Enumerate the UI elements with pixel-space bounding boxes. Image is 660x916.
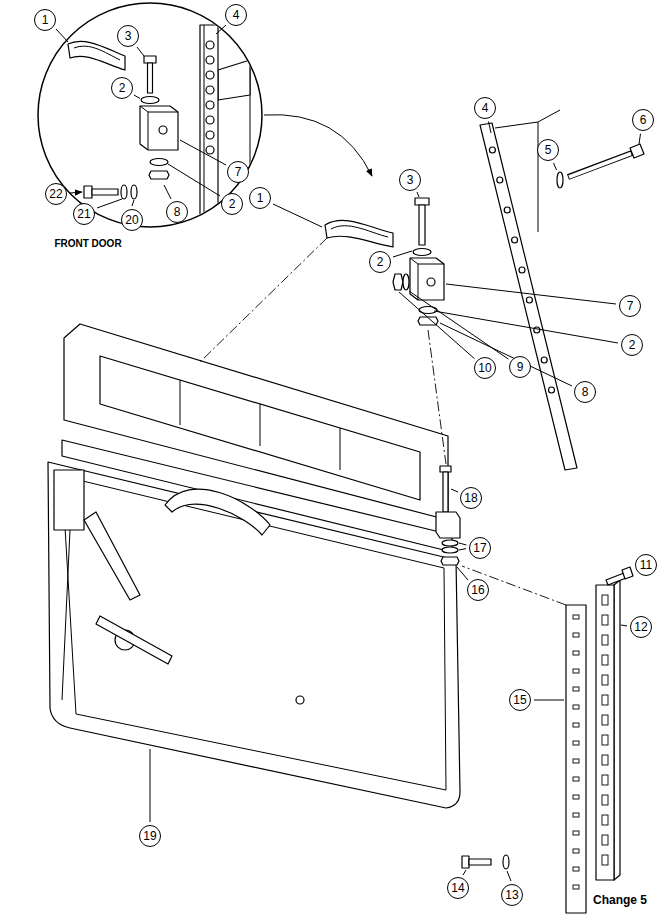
callout-number: 8 — [574, 381, 596, 403]
callout-number: 14 — [447, 877, 469, 899]
callout-number: 15 — [509, 689, 531, 711]
callout-number: 4 — [474, 97, 496, 119]
callout-number: 1 — [249, 187, 271, 209]
callout-number: 2 — [221, 193, 243, 215]
callout-number: 3 — [399, 169, 421, 191]
callout-number: 20 — [121, 209, 143, 231]
callout-number: 11 — [635, 554, 657, 576]
caption-text: FRONT DOOR — [54, 238, 121, 249]
callout-number: 6 — [632, 109, 654, 131]
callout-number: 2 — [369, 251, 391, 273]
callout-number: 2 — [621, 334, 643, 356]
caption-text: Change 5 — [593, 893, 647, 907]
callout-number: 16 — [467, 579, 489, 601]
callout-number: 9 — [509, 356, 531, 378]
callout-number: 10 — [474, 357, 496, 379]
callout-number: 8 — [166, 201, 188, 223]
callout-number: 22 — [45, 183, 67, 205]
callout-number: 2 — [111, 77, 133, 99]
callout-number: 7 — [227, 161, 249, 183]
callout-number: 4 — [225, 4, 247, 26]
callout-number: 18 — [460, 487, 482, 509]
callout-number: 21 — [73, 203, 95, 225]
callout-number: 1 — [34, 9, 56, 31]
callout-number: 3 — [117, 25, 139, 47]
callout-number: 13 — [501, 884, 523, 906]
callout-number: 17 — [469, 537, 491, 559]
callout-number: 12 — [630, 616, 652, 638]
callout-number: 5 — [537, 139, 559, 161]
callout-number: 19 — [139, 825, 161, 847]
callout-number: 7 — [619, 295, 641, 317]
